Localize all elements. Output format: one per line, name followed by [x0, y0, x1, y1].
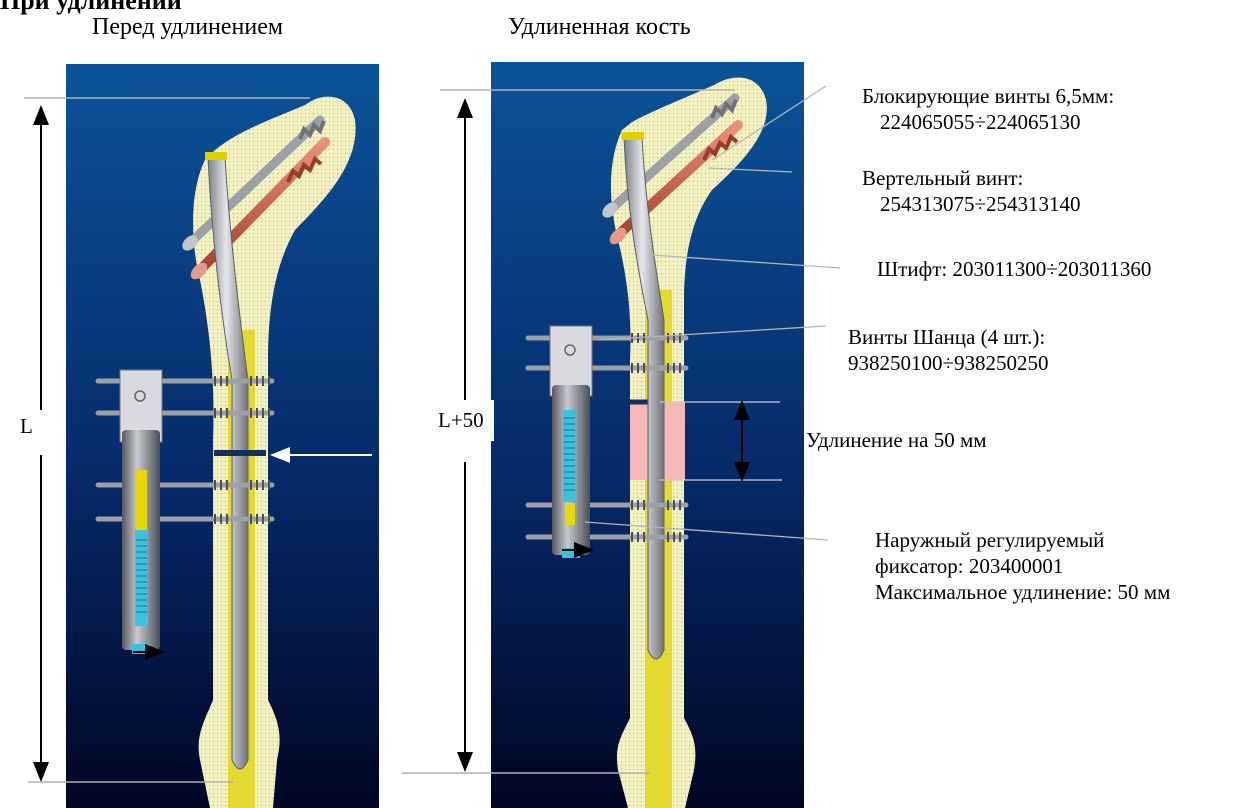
- locking-screws-title: Блокирующие винты 6,5мм:: [862, 84, 1114, 108]
- schanz-screws-title: Винты Шанца (4 шт.):: [848, 325, 1045, 349]
- after-nail-cap: [622, 132, 644, 140]
- after-length-label: L+50: [428, 400, 494, 441]
- trochanter-screw-title: Вертельный винт:: [862, 166, 1023, 190]
- before-external-fixator: [120, 370, 162, 654]
- before-length-label: L: [20, 414, 33, 438]
- locking-screws-codes: 224065055÷224065130: [880, 110, 1081, 134]
- nail-callout: Штифт: 203011300÷203011360: [877, 257, 1151, 281]
- before-nail-cap: [205, 152, 227, 160]
- fixator-callout-line1: Наружный регулируемый: [875, 528, 1104, 552]
- after-panel: [491, 62, 804, 808]
- after-external-fixator: [550, 326, 592, 558]
- fixator-callout-line3: Максимальное удлинение: 50 мм: [875, 580, 1170, 604]
- fixator-callout-line2: фиксатор: 203400001: [875, 554, 1063, 578]
- lengthening-callout: Удлинение на 50 мм: [806, 428, 987, 452]
- schanz-screws-codes: 938250100÷938250250: [848, 351, 1049, 375]
- trochanter-screw-codes: 254313075÷254313140: [880, 192, 1081, 216]
- before-panel: [66, 64, 379, 808]
